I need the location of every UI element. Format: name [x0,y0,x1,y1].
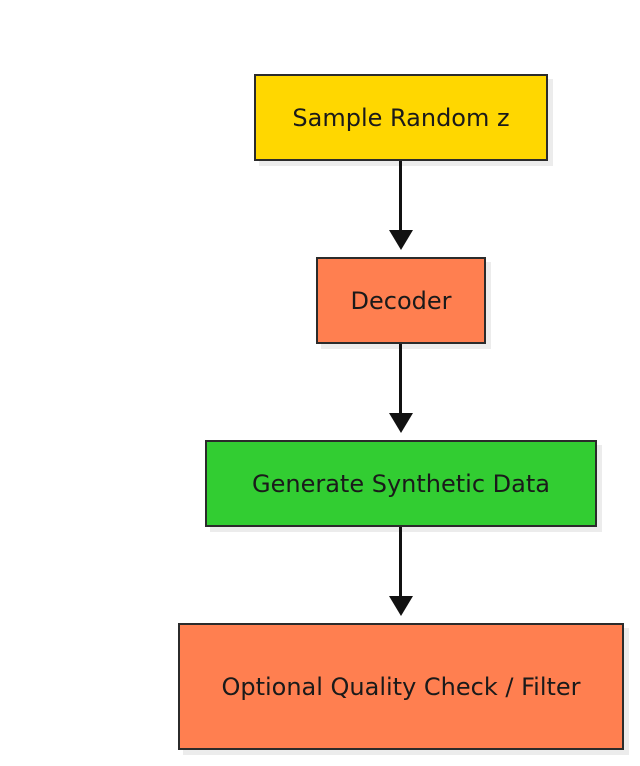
node-optional-quality-check: Optional Quality Check / Filter [178,623,624,750]
node-label-optional-quality-check: Optional Quality Check / Filter [221,672,581,701]
edge-line [399,527,402,597]
arrow-head-icon [389,230,413,250]
node-label-generate-synthetic-data: Generate Synthetic Data [252,469,550,498]
node-sample-random-z: Sample Random z [254,74,548,161]
node-decoder: Decoder [316,257,486,344]
node-label-sample-random-z: Sample Random z [292,103,510,132]
node-generate-synthetic-data: Generate Synthetic Data [205,440,597,527]
edge-line [399,161,402,231]
arrow-head-icon [389,596,413,616]
node-label-decoder: Decoder [350,286,452,315]
arrow-head-icon [389,413,413,433]
edge-line [399,344,402,414]
